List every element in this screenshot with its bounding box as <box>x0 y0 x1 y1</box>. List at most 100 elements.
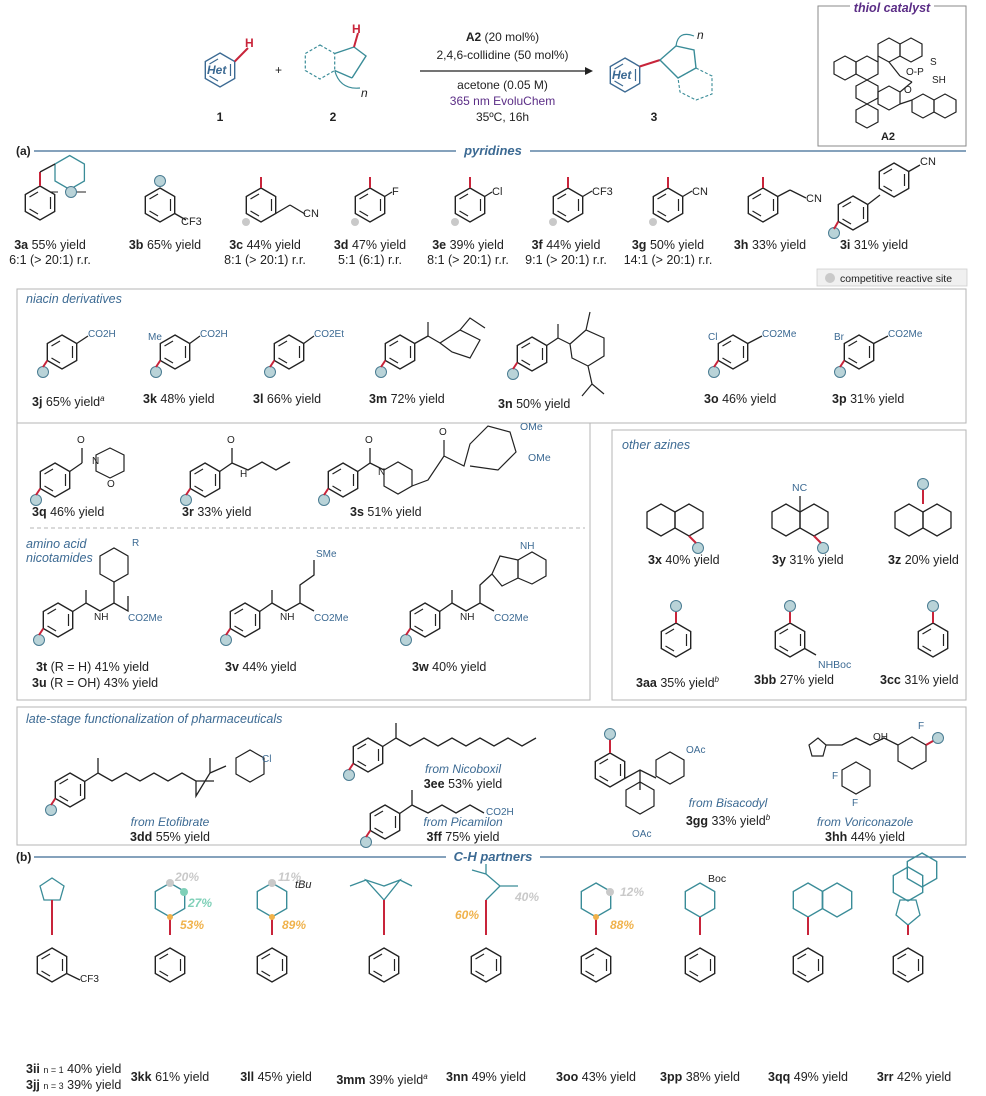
h-label-1: H <box>245 36 254 50</box>
3oo-p3: 88% <box>610 918 635 932</box>
compound-3n: 3n 50% yield <box>498 397 571 411</box>
3a-structure <box>24 154 86 221</box>
3r-o: O <box>227 435 235 446</box>
ch-partners-header: C-H partners <box>400 849 586 864</box>
compound-3jj: 3jj n = 3 39% yield <box>26 1078 122 1092</box>
3j-sub: CO2H <box>88 329 116 340</box>
3q-o: O <box>77 435 85 446</box>
compound-3t: 3t (R = H) 41% yield <box>36 660 149 674</box>
ch-partner-2 <box>304 32 367 89</box>
from-picamilon: from Picamilon <box>423 815 503 829</box>
3v-sme: SMe <box>316 549 337 560</box>
3h-cn: CN <box>806 193 822 205</box>
compound-3s: 3s 51% yield <box>350 505 422 519</box>
3f-cf3: CF3 <box>592 186 613 198</box>
azine-structures <box>646 478 952 658</box>
compound-3l: 3l 66% yield <box>253 392 322 406</box>
compound-3ll: 3ll 45% yield <box>240 1070 312 1084</box>
compound-3i: 3i 31% yield <box>839 238 909 252</box>
3q-ring-o: O <box>107 479 115 490</box>
product-3-number: 3 <box>650 110 658 124</box>
3kk-p3: 53% <box>180 918 205 932</box>
3ll-p1: 11% <box>278 870 302 884</box>
section-a-label: (a) <box>16 144 31 158</box>
het-label-3: Het <box>612 68 632 82</box>
amino-acid-structures <box>33 547 547 646</box>
het-arene-1 <box>204 47 249 88</box>
catalyst-s-label: S <box>930 57 937 68</box>
compound-3pp: 3pp 38% yield <box>660 1070 740 1084</box>
pyridines-header: pyridines <box>400 143 586 158</box>
3k-sub: CO2H <box>200 329 228 340</box>
compound-3a: 3a 55% yield <box>14 238 86 252</box>
3l-sub: CO2Et <box>314 329 345 340</box>
3g-structure <box>649 177 693 226</box>
catalyst-a2-structure <box>833 37 957 129</box>
3ff-co2h: CO2H <box>486 807 514 818</box>
ch-partner-structures <box>36 852 938 983</box>
compound-3r: 3r 33% yield <box>182 505 252 519</box>
3w-nh-amide: NH <box>460 612 475 623</box>
3w-ester: CO2Me <box>494 613 529 624</box>
compound-3y: 3y 31% yield <box>772 553 844 567</box>
3c-cn: CN <box>303 208 319 220</box>
compound-3d: 3d 47% yield <box>333 238 407 252</box>
3s-o: O <box>365 435 373 446</box>
3ll-tbu: tBu <box>295 879 312 891</box>
compound-3d-rr: 5:1 (6:1) r.r. <box>338 253 402 267</box>
n-label-3: n <box>697 28 704 42</box>
other-azines-header: other azines <box>622 438 691 452</box>
3d-f: F <box>392 186 399 198</box>
niacin-header: niacin derivatives <box>26 292 122 306</box>
catalyst-loading: A2 (20 mol%) <box>465 30 540 44</box>
n-label-2: n <box>361 86 368 100</box>
pharma-structures <box>45 723 944 848</box>
compound-3w: 3w 40% yield <box>412 660 487 674</box>
reactant-1-number: 1 <box>216 110 224 124</box>
gray-dot-icon <box>825 273 835 283</box>
compound-3b: 3b 65% yield <box>128 238 202 252</box>
compound-3h: 3h 33% yield <box>733 238 807 252</box>
niacin-amides <box>30 425 517 506</box>
catalyst-o-label: O <box>904 85 912 96</box>
compound-3x: 3x 40% yield <box>648 553 720 567</box>
base-condition: 2,4,6-collidine (50 mol%) <box>436 48 569 62</box>
3s-n: N <box>378 467 386 478</box>
niacin-structures <box>37 311 889 397</box>
compound-3g: 3g 50% yield <box>631 238 705 252</box>
3g-cn: CN <box>692 186 708 198</box>
compound-3ii: 3ii n = 1 40% yield <box>26 1062 122 1076</box>
3v-ester: CO2Me <box>314 613 349 624</box>
3kk-p2: 27% <box>188 896 213 910</box>
compound-3f-rr: 9:1 (> 20:1) r.r. <box>525 253 607 267</box>
3v-nh: NH <box>280 612 295 623</box>
compound-3o: 3o 46% yield <box>704 392 777 406</box>
compound-3ee: 3ee 53% yield <box>423 777 503 791</box>
late-stage-box <box>16 706 967 846</box>
legend-text: competitive reactive site <box>840 273 953 285</box>
3ii-cf3: CF3 <box>80 974 99 985</box>
compound-3dd: 3dd 55% yield <box>130 830 210 844</box>
compound-3mm: 3mm 39% yielda <box>336 1072 428 1088</box>
3i-cn: CN <box>920 156 936 168</box>
catalyst-box-title: thiol catalyst <box>818 1 966 15</box>
3b-cf3: CF3 <box>181 216 202 228</box>
3kk-p1: 20% <box>175 870 200 884</box>
compound-3k: 3k 48% yield <box>143 392 215 406</box>
temp-condition: 35ºC, 16h <box>475 110 530 124</box>
compound-3v: 3v 44% yield <box>225 660 297 674</box>
section-b-label: (b) <box>16 850 32 864</box>
3p-sub: CO2Me <box>888 329 923 340</box>
compound-3m: 3m 72% yield <box>369 392 445 406</box>
het-label-1: Het <box>207 63 227 77</box>
compound-3hh: 3hh 44% yield <box>825 830 905 844</box>
compound-3e-rr: 8:1 (> 20:1) r.r. <box>427 253 509 267</box>
3hh-oh: OH <box>873 732 888 743</box>
3d-structure <box>351 177 393 226</box>
compound-3oo: 3oo 43% yield <box>556 1070 636 1084</box>
compound-3c: 3c 44% yield <box>229 238 301 252</box>
3nn-p3: 60% <box>455 908 480 922</box>
3s-ome-2: OMe <box>528 452 551 464</box>
from-bisacodyl: from Bisacodyl <box>688 796 768 810</box>
3t-ester: CO2Me <box>128 613 163 624</box>
